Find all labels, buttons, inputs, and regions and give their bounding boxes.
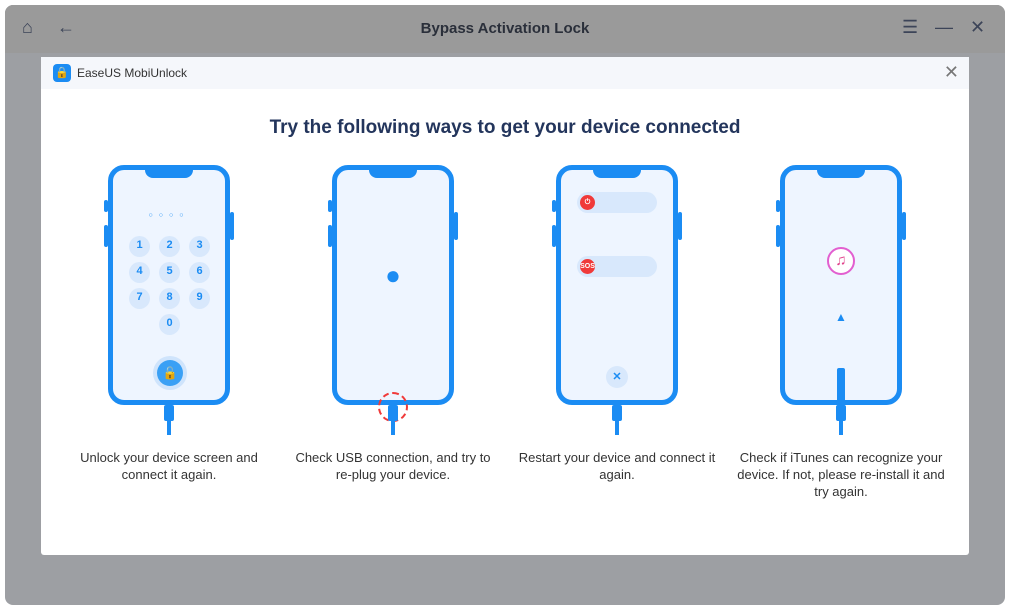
- step-itunes: ♫ ▲ Check if iTunes can recognize your d…: [729, 165, 953, 500]
- keypad-key: 0: [159, 314, 180, 335]
- keypad-key: 1: [129, 236, 150, 257]
- cable-icon: [388, 405, 398, 435]
- keypad-key: 3: [189, 236, 210, 257]
- arrow-up-icon: ▲: [835, 310, 847, 324]
- dialog-heading: Try the following ways to get your devic…: [269, 117, 741, 138]
- phone-restart-illustration: ⏻ SOS ✕: [552, 165, 682, 405]
- unlock-icon: 🔓: [157, 360, 183, 386]
- cable-icon: [164, 405, 174, 435]
- keypad-key: 2: [159, 236, 180, 257]
- keypad-key: 6: [189, 262, 210, 283]
- apple-logo-icon: ●: [385, 260, 401, 290]
- app-logo-icon: 🔒: [53, 64, 71, 82]
- step-restart: ⏻ SOS ✕ Restart your device and connect …: [505, 165, 729, 483]
- cancel-icon: ✕: [606, 366, 628, 388]
- sos-icon: SOS: [580, 259, 595, 274]
- sos-slider: SOS: [577, 256, 657, 277]
- power-icon: ⏻: [580, 195, 595, 210]
- close-dialog-icon[interactable]: ✕: [943, 62, 959, 82]
- lightning-cable-icon: [837, 368, 845, 406]
- phone-apple-illustration: ●: [328, 165, 458, 422]
- dialog-header: 🔒 EaseUS MobiUnlock ✕: [41, 57, 969, 89]
- keypad-key: 4: [129, 262, 150, 283]
- itunes-icon: ♫: [827, 247, 855, 275]
- menu-icon[interactable]: ☰: [902, 17, 919, 37]
- app-name: EaseUS MobiUnlock: [77, 66, 188, 80]
- step-caption: Check USB connection, and try to re-plug…: [295, 450, 491, 482]
- home-icon[interactable]: ⌂: [22, 17, 33, 37]
- step-usb: ● Check USB connection, and try to re-pl…: [281, 165, 505, 483]
- window-title: Bypass Activation Lock: [420, 20, 590, 37]
- power-off-slider: ⏻: [577, 192, 657, 213]
- close-window-icon[interactable]: ✕: [970, 17, 986, 37]
- app-window: ⌂ ← Bypass Activation Lock ☰ — ✕ 🔒 EaseU…: [5, 5, 1005, 605]
- phone-itunes-illustration: ♫ ▲: [776, 165, 906, 406]
- step-caption: Restart your device and connect it again…: [518, 450, 716, 482]
- back-arrow-icon[interactable]: ←: [57, 17, 75, 37]
- title-bar: ⌂ ← Bypass Activation Lock ☰ — ✕: [5, 5, 1005, 53]
- minimize-icon[interactable]: —: [935, 17, 953, 37]
- step-caption: Check if iTunes can recognize your devic…: [737, 450, 945, 499]
- keypad-key: 5: [159, 262, 180, 283]
- cable-icon: [612, 405, 622, 435]
- step-caption: Unlock your device screen and connect it…: [80, 450, 258, 482]
- keypad-key: 9: [189, 288, 210, 309]
- keypad-key: 8: [159, 288, 180, 309]
- keypad-key: 7: [129, 288, 150, 309]
- connection-help-dialog: 🔒 EaseUS MobiUnlock ✕ Try the following …: [41, 57, 969, 555]
- cable-icon: [836, 405, 846, 435]
